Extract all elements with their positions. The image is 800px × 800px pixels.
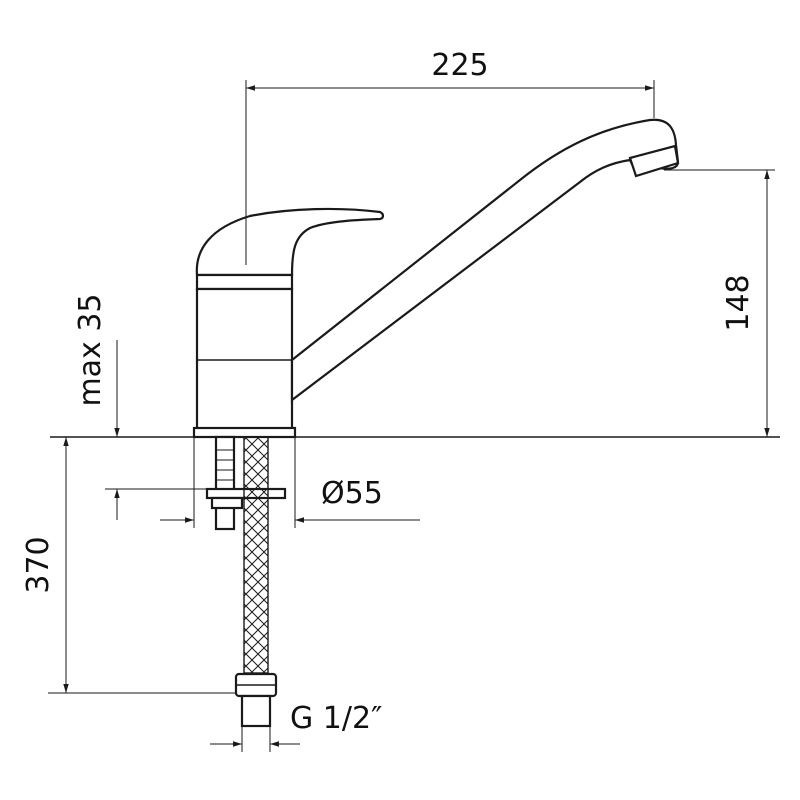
- mounting-nut: [210, 496, 244, 510]
- dimension-label-370: 370: [21, 536, 56, 593]
- hose-connector-tail: [240, 694, 272, 728]
- flexible-hose: [243, 436, 269, 674]
- faucet-base-ring: [192, 426, 297, 439]
- dimension-label-d55: Ø55: [321, 476, 383, 511]
- faucet-lever-handle: [195, 207, 385, 277]
- faucet-body-collar: [195, 273, 294, 291]
- dimension-label-148: 148: [721, 274, 756, 331]
- spout-aerator: [628, 144, 680, 178]
- dimension-label-thread: G 1/2″: [290, 701, 382, 736]
- faucet-body: [195, 287, 294, 431]
- mounting-stud: [214, 435, 236, 531]
- dimension-label-max35: max 35: [73, 293, 108, 406]
- dimension-label-225: 225: [431, 48, 488, 83]
- faucet-spout: [290, 118, 680, 403]
